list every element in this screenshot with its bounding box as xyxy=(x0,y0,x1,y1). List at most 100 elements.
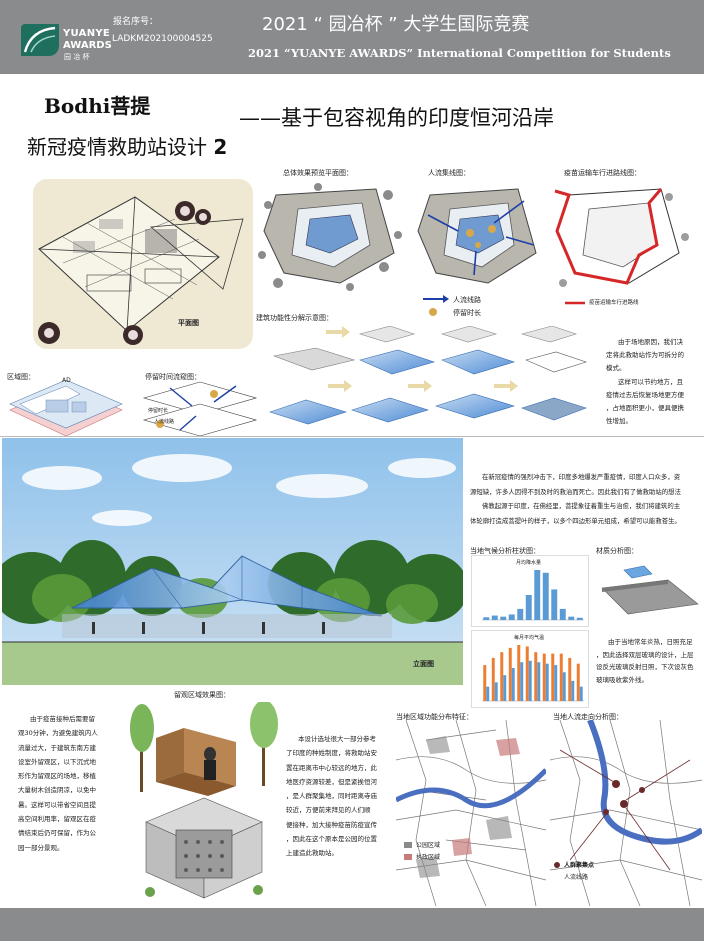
vehicle-legend: 疫苗运输车行进路线 xyxy=(565,298,685,308)
chart-bar xyxy=(568,657,572,701)
text-line: 由于当地常年炎热，日照充足 xyxy=(608,638,693,646)
text-line: 疫情过去后恢复场地更方便 xyxy=(606,390,684,399)
text-line: 这样可以节约地方，且 xyxy=(618,377,683,386)
city-distribution-label: 当地区域功能分布特征： xyxy=(396,713,473,721)
yuanye-logo xyxy=(21,24,59,56)
chart-bar xyxy=(551,653,555,701)
text-line: 模式。 xyxy=(606,364,626,373)
text-line: 置在距离市中心较远的地方，此 xyxy=(286,763,377,772)
chart-bar xyxy=(508,647,512,701)
chart-bar xyxy=(534,652,538,701)
project-subtitle-2: 新冠疫情救助站设计 2 xyxy=(27,131,227,160)
text-line: 设室外留观区，以下沉式地 xyxy=(18,757,96,766)
structure-label: 建筑功能性分解示意图： xyxy=(256,314,333,322)
city-distribution-map: 公园区域 执政区域 xyxy=(394,719,548,907)
chart-bar xyxy=(508,614,515,620)
vehicle-route-drawing xyxy=(553,175,693,295)
chart-bar xyxy=(511,667,515,701)
chart-bar xyxy=(528,660,532,701)
chart-bar xyxy=(491,615,498,620)
stay-flow-diagram: 停留时长 人流线路 xyxy=(140,380,260,438)
stay-legend-time: 停留时长 xyxy=(148,408,169,414)
header-bar xyxy=(0,0,704,74)
structure-diagram xyxy=(264,325,594,436)
chart-bar xyxy=(503,675,507,701)
flow-analysis-label: 人流集线图： xyxy=(428,169,470,177)
legend-park-swatch xyxy=(404,842,412,848)
waiting-area-label: 留观区域效果图： xyxy=(174,691,230,699)
text-line: 源短缺，许多人因得不到及时的救治而死亡。因此我们有了做救助站的想法 xyxy=(470,487,681,496)
chart-bar xyxy=(576,617,583,620)
text-line: 由于疫苗接种后需要留 xyxy=(30,715,95,723)
text-line: 性增加。 xyxy=(606,417,632,426)
text-line: 大量树木创造阴凉，以免中 xyxy=(18,786,96,795)
chart-bar xyxy=(525,595,532,620)
chart-bar xyxy=(545,663,549,701)
project-subtitle: ——基于包容视角的印度恒河沿岸 xyxy=(239,106,554,130)
chart-bar xyxy=(542,572,549,620)
text-line: 便接种，加大接种疫苗防疫宣传 xyxy=(286,820,377,829)
chart-bar xyxy=(483,665,487,701)
text-line: 高空间利用率，留观区在疫 xyxy=(18,815,96,824)
chart-title: 每月平均气温 xyxy=(514,635,545,641)
text-line: 观30分钟，为避免建筑内人 xyxy=(18,729,98,738)
text-line: ，因此在这个原本是公园的位置 xyxy=(286,835,377,844)
zoning-diagram: AD xyxy=(6,377,126,438)
climate-label: 当地气候分析柱状图： xyxy=(470,547,540,555)
chart-bar xyxy=(520,662,524,701)
chart-bar xyxy=(579,686,583,701)
overall-plan-drawing xyxy=(258,175,406,295)
text-line: 在新冠疫情的强烈冲击下，印度多地爆发严重疫情，印度人口众多，资 xyxy=(482,473,681,481)
text-line: 上建造此救助站。 xyxy=(286,849,338,858)
chart-bar xyxy=(554,665,558,701)
text-line: 体轮廓打造成菩提叶的样子，以多个四边形单元组成，希望可以能救苍生。 xyxy=(470,516,681,525)
text-line: ，占地面积更小，便具便携 xyxy=(606,404,684,413)
stay-legend-flow: 人流线路 xyxy=(154,419,175,425)
material-diagram xyxy=(598,560,702,620)
registration-number: LADKM202100004525 xyxy=(112,34,213,44)
elevation-label: 立面图 xyxy=(413,660,434,668)
legend-hospital: 执政区域 xyxy=(416,854,441,861)
legend-crowd-dot xyxy=(554,862,560,868)
text-line: 佛教起源于印度，在佛经里，菩提象征着重生与治愈，我们将建筑的主 xyxy=(482,502,681,510)
concept-text: 在新冠疫情的强烈冲击下，印度多地爆发严重疫情，印度人口众多，资 源短缺，许多人因… xyxy=(470,470,702,528)
chart-bar xyxy=(542,653,546,701)
project-title: Bodhi菩提 xyxy=(44,94,151,118)
rainfall-chart: 月均降水量 xyxy=(471,555,589,627)
chart-title: 月均降水量 xyxy=(516,560,542,566)
site-plan-label: 平面图 xyxy=(178,319,199,327)
chart-bar xyxy=(491,657,495,701)
text-line: 本设计选址很大一部分参考 xyxy=(298,735,376,743)
text-line: 园一部分景观。 xyxy=(18,843,64,852)
chart-bar xyxy=(500,652,504,701)
chart-bar xyxy=(571,680,575,701)
zone-ad-label: AD xyxy=(62,377,71,384)
chart-bar xyxy=(559,608,566,620)
chart-bar xyxy=(486,686,490,701)
chart-bar xyxy=(534,570,541,620)
text-line: 定将此救助站作为可拆分的 xyxy=(606,351,684,360)
legend-stay-time: 停留时长 xyxy=(453,309,481,317)
legend-crowd: 人群聚集点 xyxy=(564,862,595,869)
legend-flow: 人流线路 xyxy=(564,874,589,881)
chart-bar xyxy=(568,616,575,620)
chart-bar xyxy=(517,645,521,701)
chart-bar xyxy=(500,616,507,620)
chart-bar xyxy=(483,617,490,620)
chart-bar xyxy=(494,682,498,701)
section-divider xyxy=(0,436,704,437)
material-label: 材质分析图： xyxy=(596,547,638,555)
city-flow-label: 当地人流走向分析图： xyxy=(553,713,623,721)
vehicle-analysis-label: 疫苗运输车行进路线图： xyxy=(564,169,641,177)
competition-title-en: 2021 “YUANYE AWARDS” International Compe… xyxy=(248,46,671,60)
stay-flow-label: 停留时间流窥图： xyxy=(145,373,201,381)
chart-bar xyxy=(517,608,524,620)
text-line: 由于场地原因，我们决 xyxy=(618,338,683,346)
sheet-number: 2 xyxy=(213,135,228,159)
footer-bar xyxy=(0,908,704,941)
text-line: 玻璃吸收紫外线。 xyxy=(596,675,648,684)
text-line: 暑。这样可以带省空间且提 xyxy=(18,800,96,809)
zoning-label: 区域图： xyxy=(7,373,35,381)
waiting-area-rendering xyxy=(126,700,282,902)
legend-vehicle-route: 疫苗运输车行进路线 xyxy=(589,300,639,306)
